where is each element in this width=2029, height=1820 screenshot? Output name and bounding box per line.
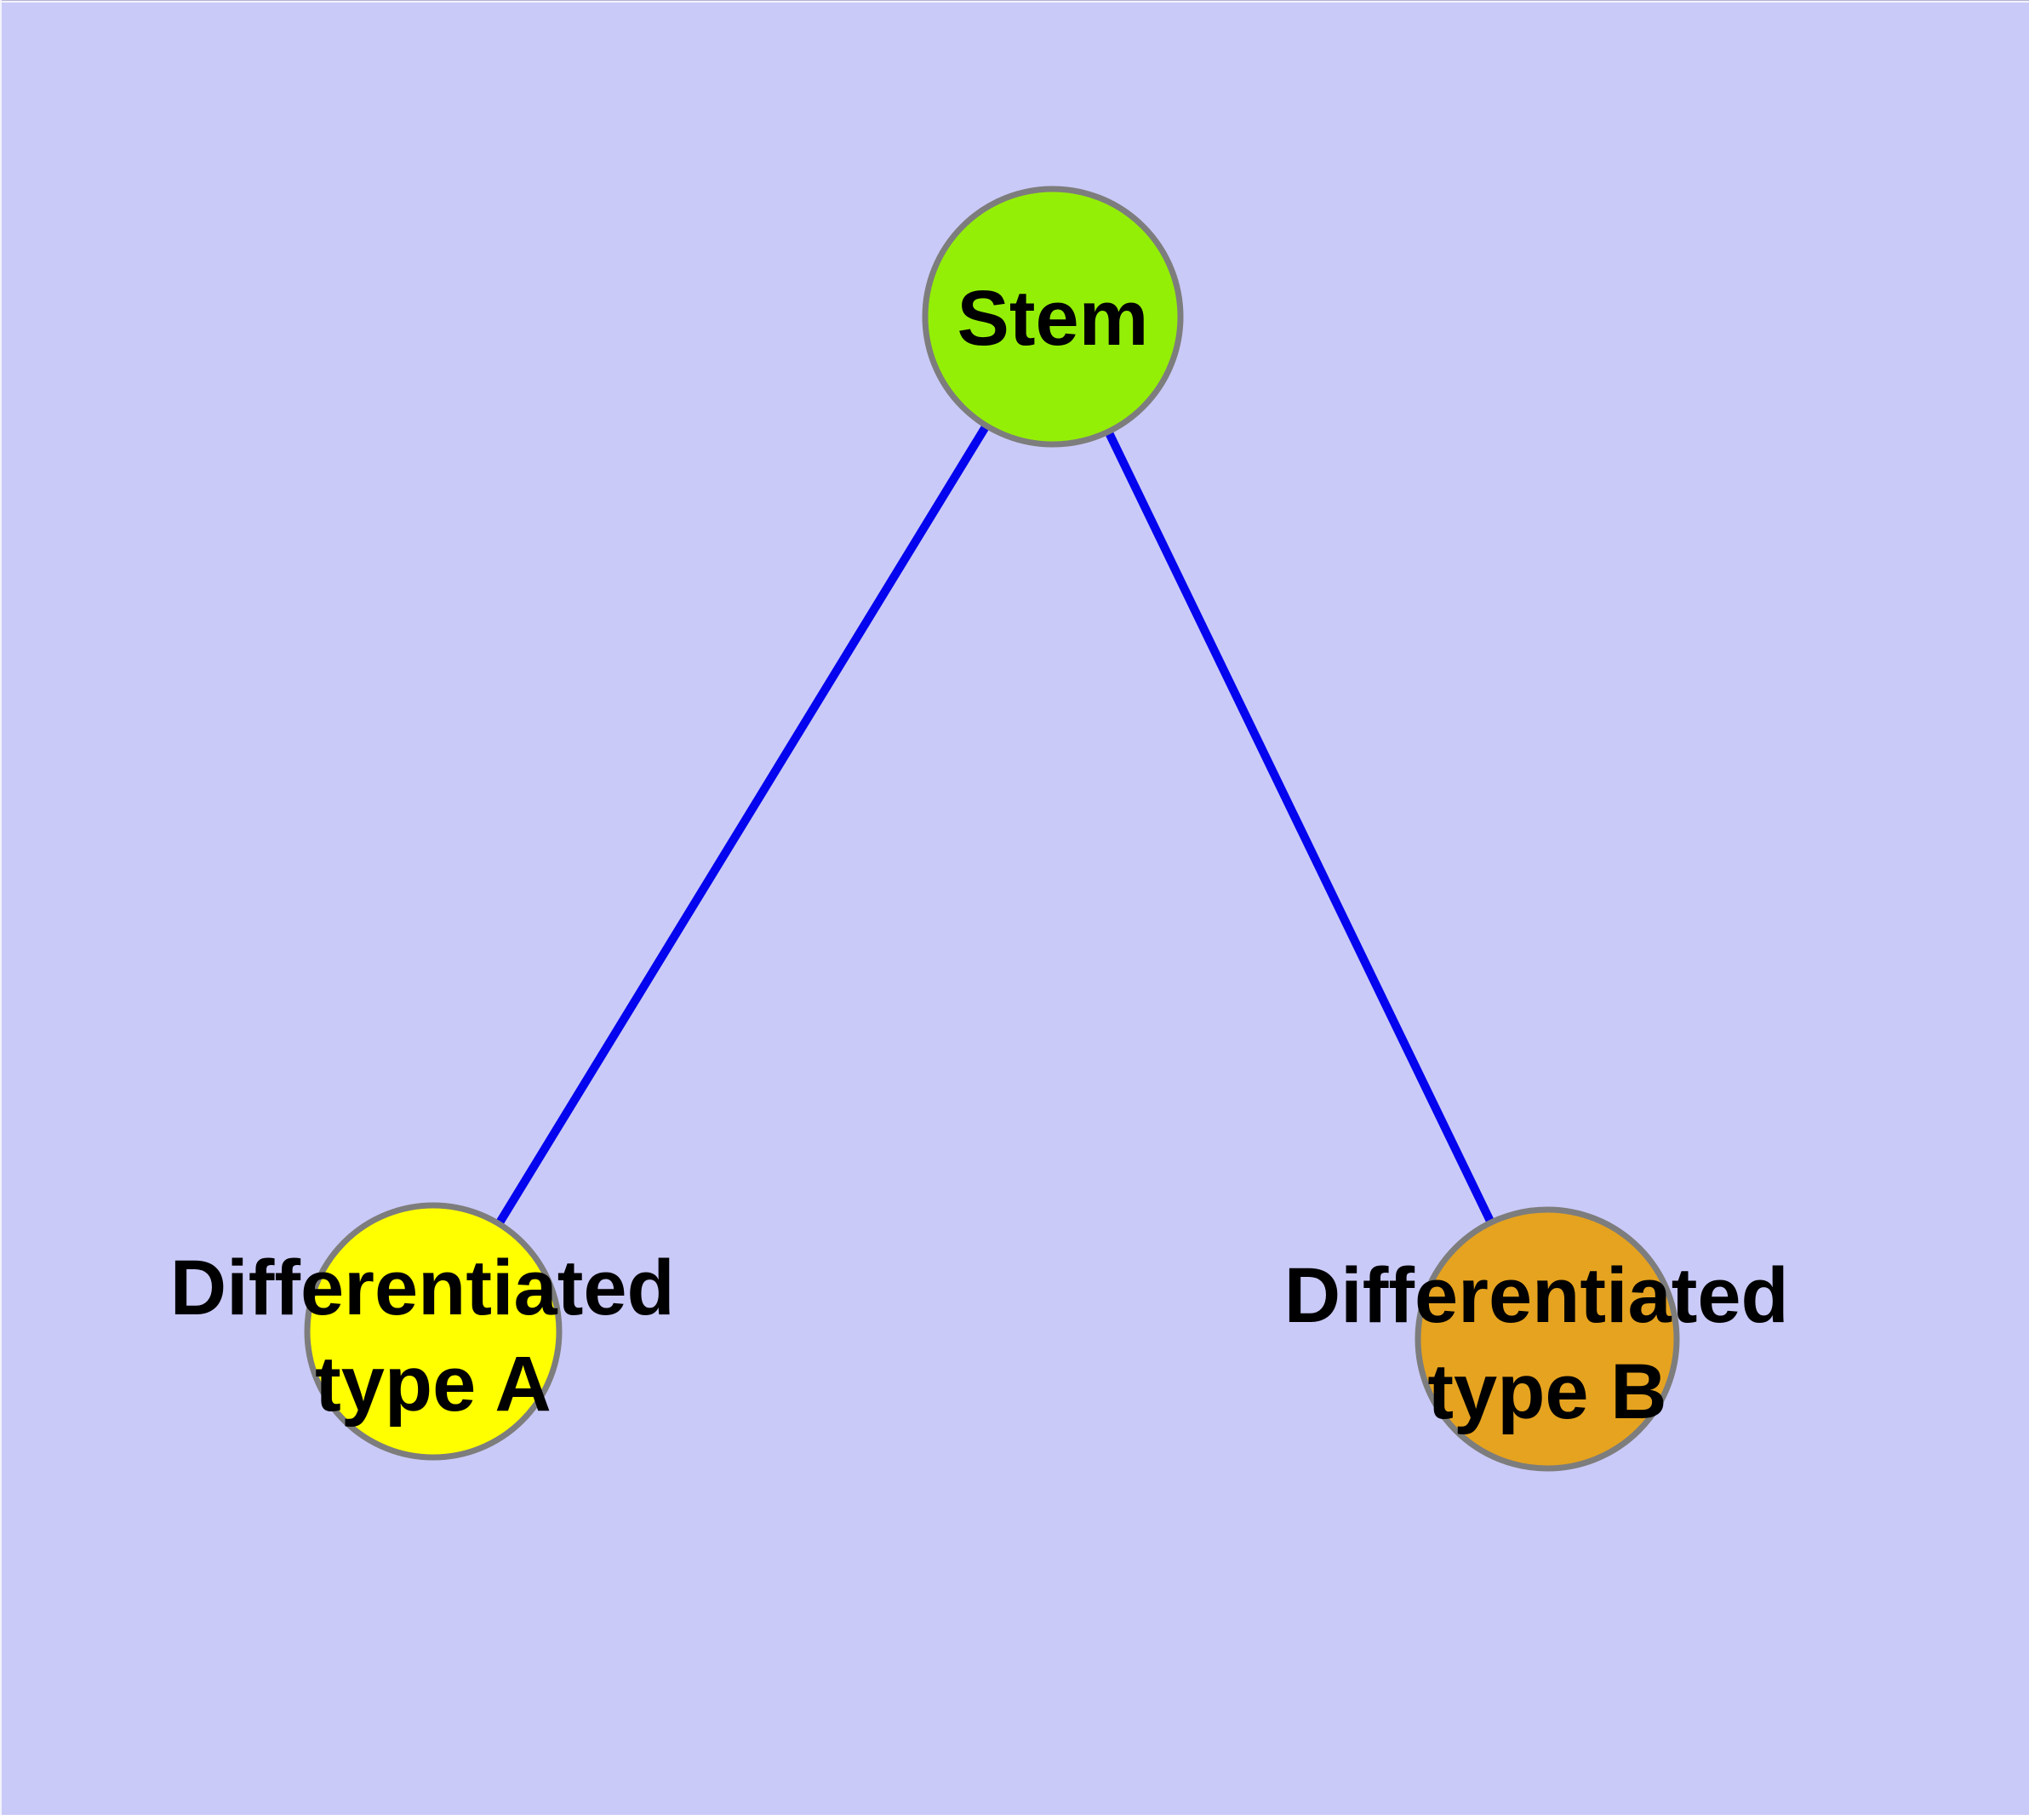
- node-differentiated-type-a-label-line1: Differentiated: [170, 1245, 675, 1331]
- edge-stem-to-type-b: [1049, 314, 1552, 1342]
- node-differentiated-type-a: [304, 1202, 563, 1461]
- node-stem-label: Stem: [957, 275, 1149, 362]
- window-edge-bottom: [0, 1815, 2029, 1820]
- node-differentiated-type-a-label-line2: type A: [315, 1341, 552, 1428]
- node-differentiated-type-b: [1415, 1206, 1680, 1472]
- node-differentiated-type-b-label-line2: type B: [1427, 1348, 1666, 1435]
- node-differentiated-type-b-label: Differentiated type B: [1284, 1252, 1811, 1435]
- node-differentiated-type-b-label-line1: Differentiated: [1284, 1252, 1789, 1339]
- node-differentiated-type-a-label: Differentiated type A: [170, 1245, 697, 1428]
- window-edge-left: [0, 0, 2, 1820]
- window-edge-top: [0, 0, 2029, 3]
- edge-stem-to-type-a: [429, 314, 1057, 1334]
- node-stem: [922, 186, 1184, 448]
